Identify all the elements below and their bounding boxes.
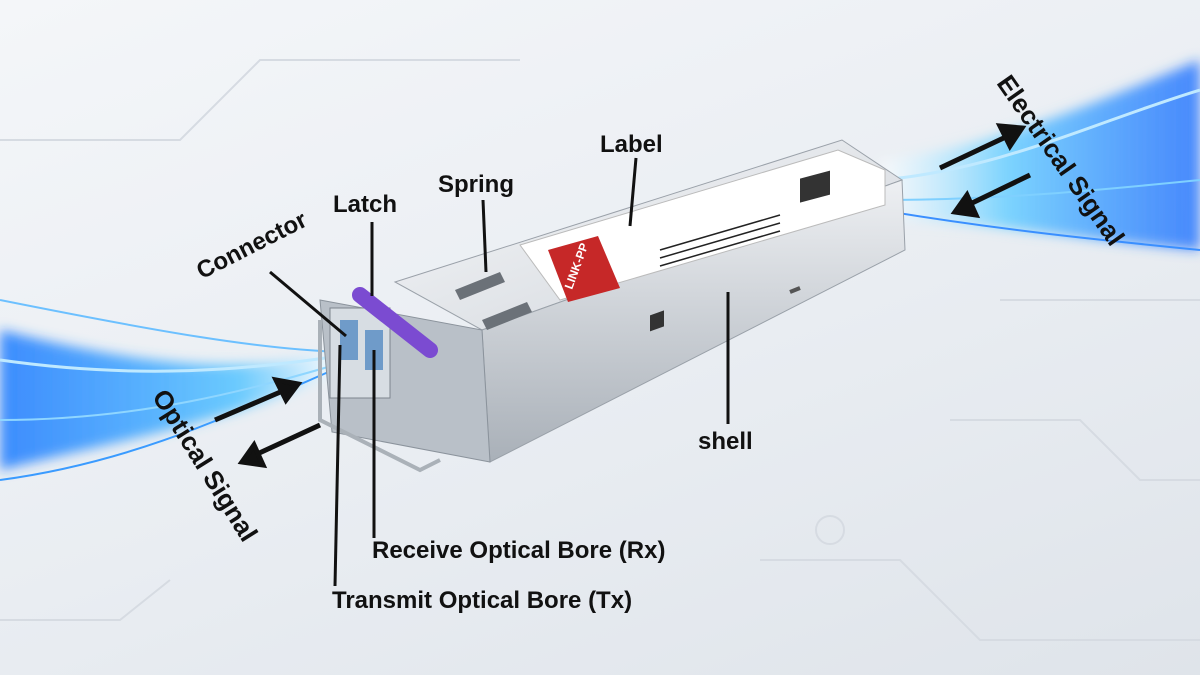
arrow-right-icon	[271, 376, 303, 405]
qr-code	[800, 170, 830, 203]
latch-callout: Latch	[333, 191, 398, 218]
label-callout: Label	[600, 131, 663, 158]
arrow-right-icon	[995, 123, 1027, 151]
receive-bore-callout: Receive Optical Bore (Rx)	[372, 537, 666, 564]
springs	[455, 272, 532, 330]
arrow-left-icon	[950, 189, 981, 219]
electrical-signal-arrows	[938, 123, 1032, 219]
arrow-left-icon	[237, 439, 268, 469]
spring-callout: Spring	[438, 171, 514, 198]
shell-callout: shell	[698, 428, 753, 455]
optical-signal-arrows	[214, 376, 322, 469]
optical-signal-beams	[0, 299, 346, 481]
barcode	[659, 214, 781, 267]
transmit-bore-callout: Transmit Optical Bore (Tx)	[332, 587, 633, 614]
circuit-background	[0, 59, 1200, 641]
brand-logo	[548, 236, 620, 302]
leader-lines	[269, 157, 730, 587]
product-label: LINK-PP	[519, 149, 886, 302]
latch	[318, 287, 441, 473]
